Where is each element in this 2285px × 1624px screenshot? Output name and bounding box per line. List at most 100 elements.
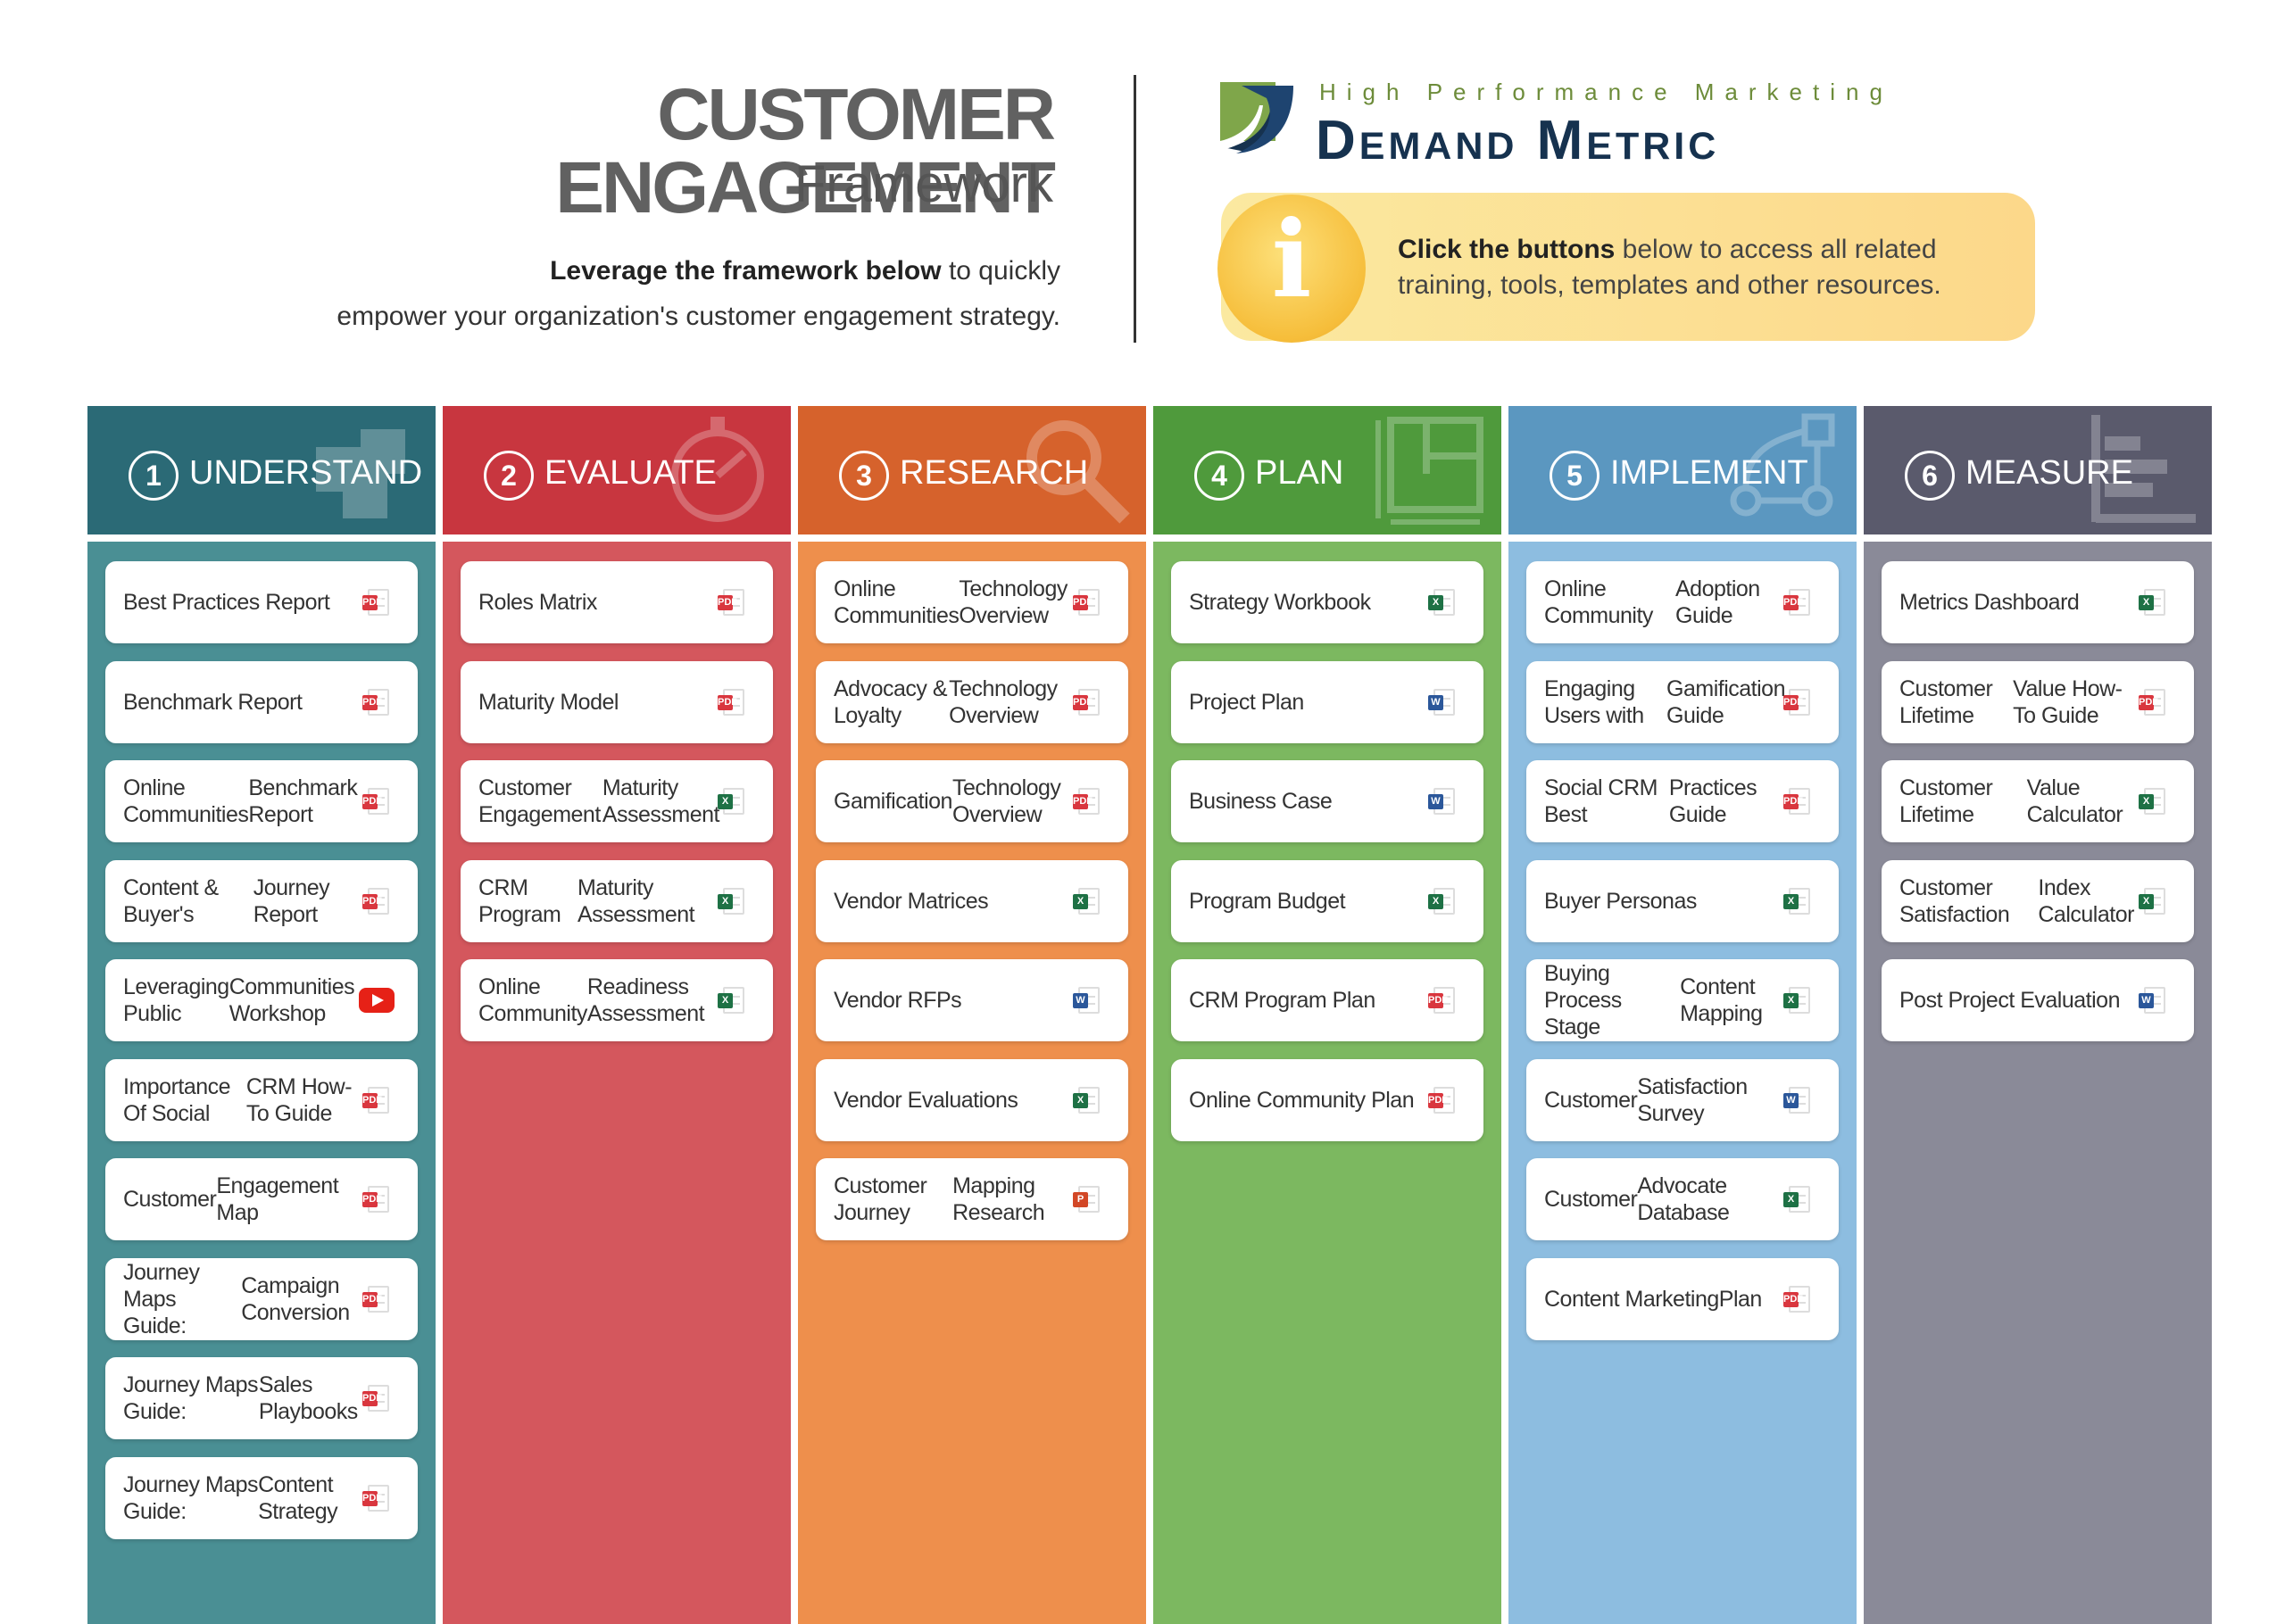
pdf-file-icon: PDF bbox=[1428, 987, 1457, 1014]
bar-chart-icon bbox=[2091, 415, 2196, 523]
resource-label-line: Journey Maps Guide: bbox=[123, 1372, 259, 1424]
youtube-icon bbox=[359, 988, 395, 1013]
resource-label-line: Project Plan bbox=[1189, 689, 1304, 715]
resource-button[interactable]: Best Practices Report PDF bbox=[105, 561, 418, 643]
resource-label-line: Journey Maps Guide: bbox=[123, 1259, 200, 1338]
pdf-file-icon: PDF bbox=[362, 788, 391, 815]
resource-label: Metrics Dashboard bbox=[1899, 561, 2140, 643]
resource-label-line: Plan bbox=[1718, 1286, 1763, 1312]
pdf-file-icon: PDF bbox=[2139, 688, 2167, 716]
info-icon-glyph: i bbox=[1271, 197, 1312, 321]
resource-label: Vendor RFPs bbox=[834, 959, 1075, 1041]
step-number: 3 bbox=[839, 451, 889, 501]
resource-label-line: Post Project Evaluation bbox=[1899, 988, 2120, 1013]
resource-label-line: Benchmark Report bbox=[123, 689, 303, 715]
pdf-file-icon: PDF bbox=[1783, 688, 1812, 716]
step-name: PLAN bbox=[1255, 454, 1344, 492]
info-bold: Click the buttons bbox=[1398, 235, 1616, 264]
page-title: CUSTOMER ENGAGEMENT bbox=[555, 74, 1056, 228]
cubes-icon bbox=[316, 429, 405, 518]
pdf-file-icon: PDF bbox=[362, 887, 391, 915]
step-number: 6 bbox=[1905, 451, 1955, 501]
pdf-file-icon: PDF bbox=[362, 589, 391, 616]
step-number: 2 bbox=[484, 451, 534, 501]
resource-label-line: Customer Engagement bbox=[478, 775, 601, 827]
resource-label-line: Maturity Assessment bbox=[577, 874, 695, 927]
resource-label-line: Practices Guide bbox=[1668, 775, 1757, 827]
brand-name: Demand Metric bbox=[1316, 110, 1720, 171]
pdf-file-icon: PDF bbox=[1073, 788, 1101, 815]
resource-label-line: Adoption Guide bbox=[1675, 576, 1760, 628]
resource-label-line: Metrics Dashboard bbox=[1899, 590, 2080, 615]
resource-label-line: Buying Process Stage bbox=[1544, 961, 1622, 1040]
ppt-file-icon: P bbox=[1073, 1186, 1101, 1213]
resource-label-line: Communities Workshop bbox=[228, 974, 355, 1026]
resource-label-line: Journey Report bbox=[253, 874, 330, 927]
xls-file-icon: X bbox=[718, 987, 746, 1014]
pdf-file-icon: PDF bbox=[362, 1385, 391, 1412]
resource-label-line: Value Calculator bbox=[2026, 775, 2123, 827]
resource-label-line: Best Practices Report bbox=[123, 590, 330, 615]
xls-file-icon: X bbox=[1428, 887, 1457, 915]
resource-label-line: Gamification bbox=[834, 789, 952, 814]
intro-text: Leverage the framework below to quickly … bbox=[143, 248, 1060, 339]
resource-label: Post Project Evaluation bbox=[1899, 959, 2140, 1041]
resource-label-line: Online Community Plan bbox=[1189, 1087, 1415, 1113]
resource-label: Project Plan bbox=[1189, 661, 1430, 743]
step-number: 4 bbox=[1194, 451, 1244, 501]
